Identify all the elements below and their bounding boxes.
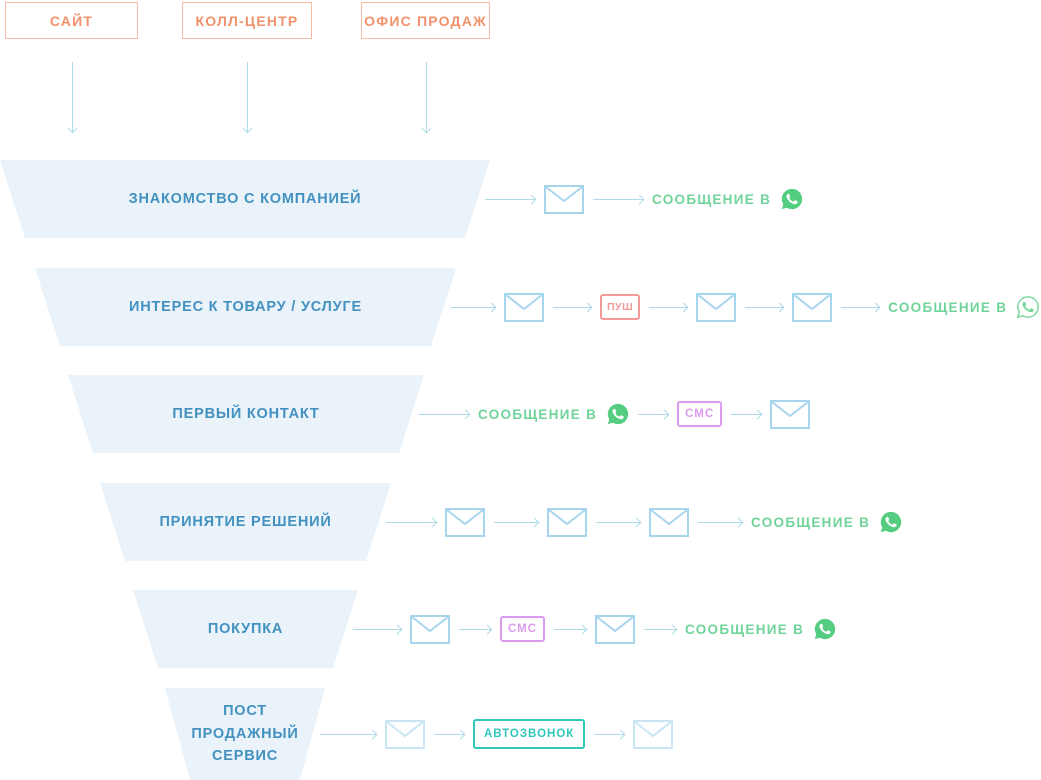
chain-row-5: СМС СООБЩЕНИЕ В bbox=[353, 590, 836, 668]
funnel-stage-2: ИНТЕРЕС К ТОВАРУ / УСЛУГЕ bbox=[35, 268, 456, 346]
flow-arrow-icon bbox=[554, 628, 587, 630]
whatsapp-message-label: СООБЩЕНИЕ В bbox=[685, 621, 805, 637]
email-icon bbox=[445, 507, 485, 537]
source-label: САЙТ bbox=[49, 12, 94, 29]
whatsapp-icon bbox=[607, 403, 629, 425]
flow-arrow-icon bbox=[745, 306, 784, 308]
flow-arrow-icon bbox=[419, 413, 469, 415]
flow-arrow-icon bbox=[459, 628, 491, 630]
flow-arrow-icon bbox=[386, 521, 436, 523]
email-icon bbox=[547, 507, 587, 537]
funnel-stage-label: ЗНАКОМСТВО С КОМПАНИЕЙ bbox=[128, 190, 362, 207]
flow-arrow-icon bbox=[594, 733, 625, 735]
whatsapp-icon bbox=[880, 511, 902, 533]
flow-arrow-icon bbox=[553, 306, 591, 308]
flow-arrow-icon bbox=[494, 521, 538, 523]
source-box-2: КОЛЛ-ЦЕНТР bbox=[182, 2, 312, 39]
source-label: ОФИС ПРОДАЖ bbox=[364, 12, 487, 29]
funnel-stage-4: ПРИНЯТИЕ РЕШЕНИЙ bbox=[100, 483, 391, 561]
funnel-stage-1: ЗНАКОМСТВО С КОМПАНИЕЙ bbox=[0, 160, 490, 238]
sms-badge: СМС bbox=[677, 401, 723, 427]
autocall-badge: АВТОЗВОНОК bbox=[473, 719, 586, 749]
flow-arrow-icon bbox=[596, 521, 640, 523]
funnel-stage-label: ПЕРВЫЙ КОНТАКТ bbox=[172, 405, 320, 422]
funnel-stage-6: ПОСТ ПРОДАЖНЫЙ СЕРВИС bbox=[165, 688, 325, 780]
chain-row-2: ПУШ СООБЩЕНИЕ В bbox=[451, 268, 1040, 346]
down-arrow-icon bbox=[247, 62, 248, 132]
whatsapp-message-label: СООБЩЕНИЕ В bbox=[888, 299, 1008, 315]
funnel-stage-label: ПОКУПКА bbox=[207, 620, 284, 637]
flow-arrow-icon bbox=[353, 628, 401, 630]
funnel-stage-label: ПОСТ ПРОДАЖНЫЙ СЕРВИС bbox=[191, 703, 299, 765]
push-badge: ПУШ bbox=[600, 294, 641, 320]
source-box-3: ОФИС ПРОДАЖ bbox=[361, 2, 490, 39]
whatsapp-message-label: СООБЩЕНИЕ В bbox=[652, 191, 772, 207]
sms-badge: СМС bbox=[500, 616, 546, 642]
chain-row-1: СООБЩЕНИЕ В bbox=[485, 160, 803, 238]
chain-row-6: АВТОЗВОНОК bbox=[320, 688, 674, 780]
whatsapp-icon bbox=[814, 618, 836, 640]
whatsapp-message: СООБЩЕНИЕ В bbox=[478, 403, 629, 425]
whatsapp-message: СООБЩЕНИЕ В bbox=[888, 296, 1040, 319]
flow-arrow-icon bbox=[320, 733, 376, 735]
flow-arrow-icon bbox=[593, 198, 643, 200]
whatsapp-message-label: СООБЩЕНИЕ В bbox=[751, 514, 871, 530]
chain-row-4: СООБЩЕНИЕ В bbox=[386, 483, 902, 561]
email-icon bbox=[385, 719, 425, 749]
email-icon bbox=[649, 507, 689, 537]
whatsapp-message: СООБЩЕНИЕ В bbox=[685, 618, 836, 640]
source-label: КОЛЛ-ЦЕНТР bbox=[195, 12, 299, 29]
email-icon bbox=[504, 292, 544, 322]
email-icon bbox=[696, 292, 737, 322]
funnel-stage-5: ПОКУПКА bbox=[133, 590, 358, 668]
whatsapp-message: СООБЩЕНИЕ В bbox=[751, 511, 902, 533]
flow-arrow-icon bbox=[698, 521, 742, 523]
whatsapp-icon bbox=[1017, 296, 1040, 319]
funnel-stage-3: ПЕРВЫЙ КОНТАКТ bbox=[68, 375, 424, 453]
flow-arrow-icon bbox=[731, 413, 762, 415]
down-arrow-icon bbox=[425, 62, 427, 132]
whatsapp-message: СООБЩЕНИЕ В bbox=[652, 188, 803, 210]
flow-arrow-icon bbox=[644, 628, 677, 630]
flow-arrow-icon bbox=[841, 306, 880, 308]
flow-arrow-icon bbox=[649, 306, 688, 308]
funnel-stage-label: ИНТЕРЕС К ТОВАРУ / УСЛУГЕ bbox=[129, 298, 362, 315]
down-arrow-icon bbox=[71, 62, 73, 132]
email-icon bbox=[770, 399, 811, 429]
funnel-stage-label: ПРИНЯТИЕ РЕШЕНИЙ bbox=[159, 513, 332, 530]
email-icon bbox=[410, 614, 450, 644]
email-icon bbox=[633, 719, 674, 749]
email-icon bbox=[544, 184, 584, 214]
email-icon bbox=[792, 292, 833, 322]
flow-arrow-icon bbox=[638, 413, 669, 415]
flow-arrow-icon bbox=[434, 733, 464, 735]
source-box-1: САЙТ bbox=[5, 2, 138, 39]
chain-row-3: СООБЩЕНИЕ В СМС bbox=[419, 375, 811, 453]
email-icon bbox=[595, 614, 636, 644]
flow-arrow-icon bbox=[485, 198, 535, 200]
whatsapp-message-label: СООБЩЕНИЕ В bbox=[478, 406, 598, 422]
flow-arrow-icon bbox=[451, 306, 495, 308]
whatsapp-icon bbox=[781, 188, 803, 210]
